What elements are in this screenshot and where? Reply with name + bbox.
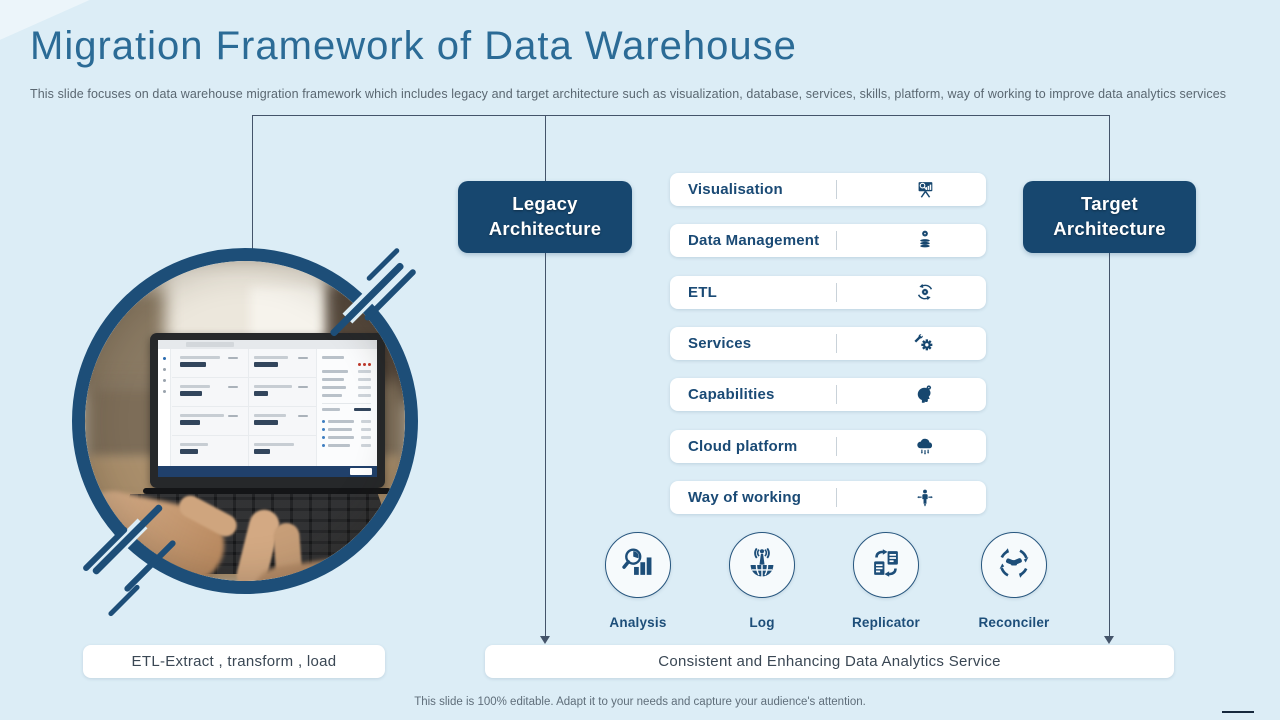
layer-label: Cloud platform	[688, 438, 798, 455]
connector-target-drop	[1109, 115, 1110, 637]
divider	[836, 231, 837, 250]
tool-label-reconciler: Reconciler	[978, 615, 1050, 630]
legacy-architecture-label: Legacy Architecture	[488, 193, 602, 239]
arrow-down-icon	[1104, 636, 1114, 644]
connector-left-drop	[252, 115, 253, 255]
layer-row-services: Services	[670, 327, 986, 360]
analytics-service-banner-text: Consistent and Enhancing Data Analytics …	[658, 653, 1001, 670]
layer-row-data-management: Data Management	[670, 224, 986, 257]
etl-banner-text: ETL-Extract , transform , load	[131, 653, 337, 670]
gear-wrench-icon	[914, 332, 936, 354]
laptop-photo	[85, 261, 405, 581]
documents-sync-icon	[867, 544, 905, 587]
layer-label: Way of working	[688, 489, 802, 506]
database-gear-icon	[914, 229, 936, 251]
layer-row-capabilities: Capabilities	[670, 378, 986, 411]
divider	[836, 180, 837, 199]
arrow-down-icon	[540, 636, 550, 644]
head-gear-icon	[914, 383, 936, 405]
layer-label: Data Management	[688, 232, 820, 249]
connector-top-line	[252, 115, 1109, 116]
etl-banner: ETL-Extract , transform , load	[83, 645, 385, 678]
editable-note: This slide is 100% editable. Adapt it to…	[414, 696, 866, 708]
gear-sync-icon	[914, 281, 936, 303]
divider	[836, 488, 837, 507]
page-subtitle: This slide focuses on data warehouse mig…	[30, 87, 1227, 101]
handshake-cycle-icon	[995, 544, 1033, 587]
page-title: Migration Framework of Data Warehouse	[30, 24, 797, 68]
legacy-architecture-box: Legacy Architecture	[458, 181, 632, 253]
layer-label: Capabilities	[688, 386, 775, 403]
magnifier-chart-icon	[619, 544, 657, 587]
presentation-chart-icon	[914, 178, 936, 200]
cloud-rain-icon	[914, 435, 936, 457]
divider	[836, 437, 837, 456]
layer-row-cloud-platform: Cloud platform	[670, 430, 986, 463]
tool-label-log: Log	[749, 615, 775, 630]
target-architecture-label: Target Architecture	[1053, 193, 1166, 239]
layer-row-way-of-working: Way of working	[670, 481, 986, 514]
tool-label-analysis: Analysis	[609, 615, 667, 630]
tool-circle-log	[729, 532, 795, 598]
target-architecture-box: Target Architecture	[1023, 181, 1196, 253]
laptop-screen	[150, 333, 385, 488]
layer-label: ETL	[688, 284, 717, 301]
person-arrows-icon	[914, 486, 936, 508]
divider	[836, 385, 837, 404]
layer-label: Services	[688, 335, 752, 352]
tool-circle-analysis	[605, 532, 671, 598]
antenna-globe-icon	[743, 544, 781, 587]
tool-label-replicator: Replicator	[851, 615, 921, 630]
tool-circle-reconciler	[981, 532, 1047, 598]
divider	[836, 334, 837, 353]
layer-label: Visualisation	[688, 181, 783, 198]
analytics-service-banner: Consistent and Enhancing Data Analytics …	[485, 645, 1174, 678]
divider	[836, 283, 837, 302]
connector-legacy-drop	[545, 115, 546, 637]
corner-dash	[1222, 711, 1254, 713]
layer-row-visualisation: Visualisation	[670, 173, 986, 206]
tool-circle-replicator	[853, 532, 919, 598]
layer-row-etl: ETL	[670, 276, 986, 309]
